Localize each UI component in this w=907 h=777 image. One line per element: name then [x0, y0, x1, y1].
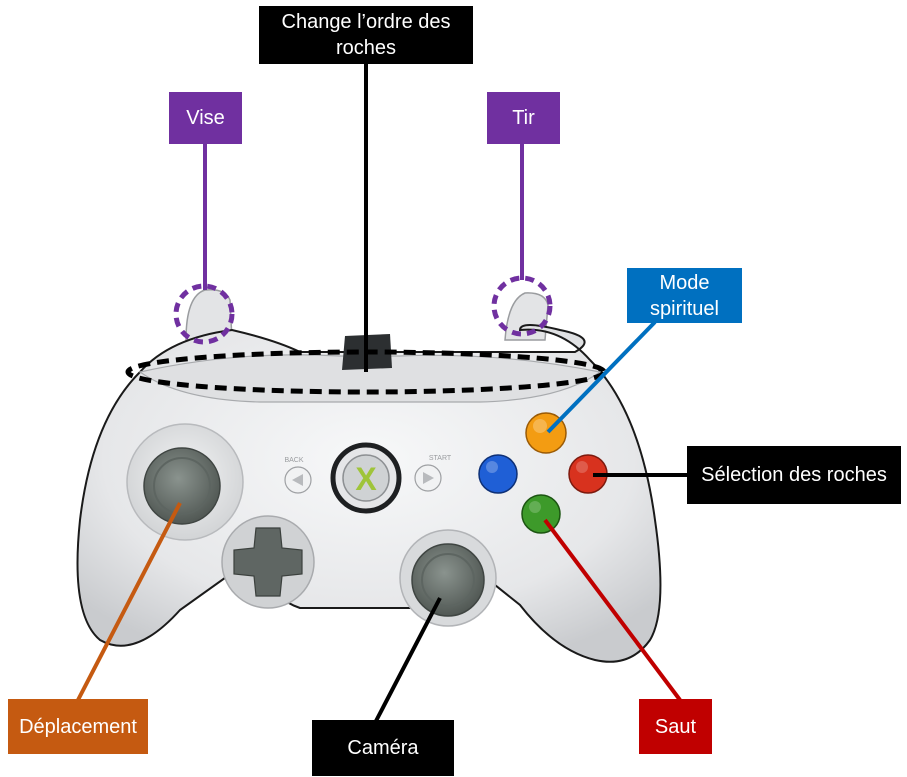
label-deplacement: Déplacement	[8, 699, 148, 754]
start-label: START	[429, 455, 452, 462]
label-saut: Saut	[639, 699, 712, 754]
deplacement-connector	[76, 502, 182, 701]
start-arrow-icon	[423, 472, 434, 484]
tir-highlight-circle	[491, 275, 553, 337]
camera-connector	[374, 597, 442, 722]
left-stick[interactable]	[143, 447, 221, 525]
label-mode-spirituel: Mode spirituel	[627, 268, 742, 323]
label-vise: Vise	[169, 92, 242, 144]
dpad[interactable]	[233, 527, 303, 597]
label-tir: Tir	[487, 92, 560, 144]
label-camera: Caméra	[312, 720, 454, 776]
back-arrow-icon	[292, 474, 303, 486]
label-change-order: Change l’ordre des roches	[259, 6, 473, 64]
button-x[interactable]	[478, 454, 518, 494]
vise-highlight-circle	[173, 283, 235, 345]
saut-connector	[543, 518, 682, 702]
button-a[interactable]	[521, 494, 561, 534]
right-stick-cap-ring	[421, 553, 475, 607]
left-stick-cap-ring	[153, 457, 211, 515]
right-trigger	[504, 292, 549, 341]
button-y-shine	[533, 419, 547, 433]
mode-spirituel-connector	[546, 320, 657, 434]
guide-x-icon: X	[355, 461, 377, 497]
back-label: BACK	[284, 457, 303, 464]
controller-body: BACK START X	[76, 288, 662, 663]
button-x-shine	[486, 461, 498, 473]
button-a-shine	[529, 501, 541, 513]
label-selection-roches: Sélection des roches	[687, 446, 901, 504]
button-b-shine	[576, 461, 588, 473]
guide-button[interactable]	[342, 454, 390, 502]
